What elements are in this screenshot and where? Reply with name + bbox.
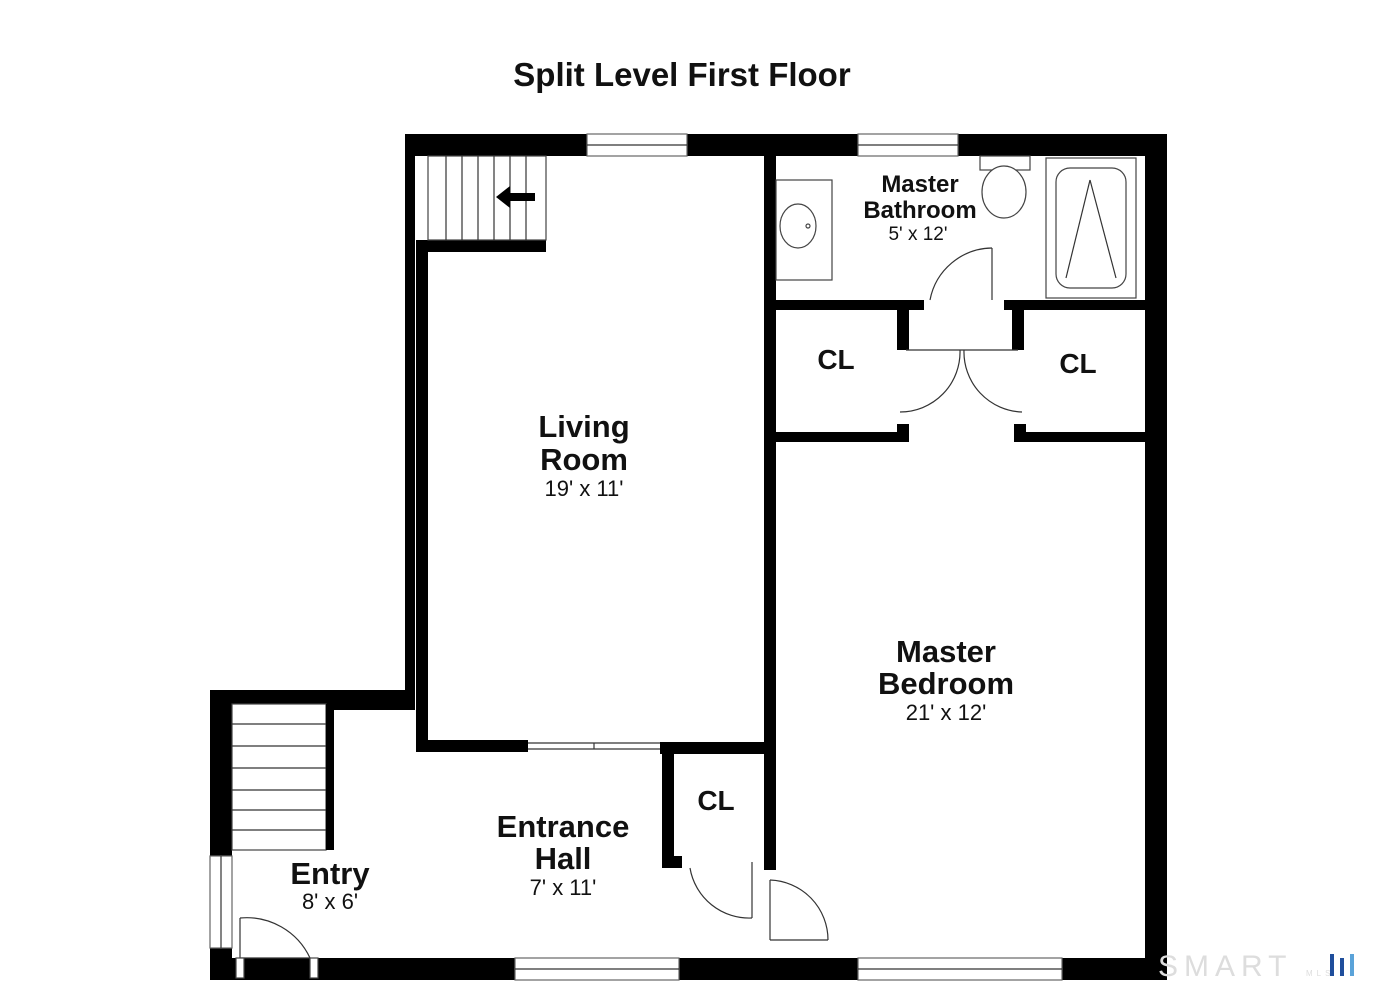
room-living-room: Living Room 19' x 11' xyxy=(538,409,629,501)
master-bedroom-label-1: Master xyxy=(896,634,996,669)
plan-title: Split Level First Floor xyxy=(513,56,851,93)
stairs-entry xyxy=(231,703,334,851)
room-master-bedroom: Master Bedroom 21' x 12' xyxy=(878,634,1014,725)
logo-text: SMART xyxy=(1158,950,1292,983)
living-room-label-1: Living xyxy=(538,409,629,444)
room-entrance-hall: Entrance Hall 7' x 11' xyxy=(497,809,630,900)
master-bedroom-label-2: Bedroom xyxy=(878,666,1014,701)
room-entry: Entry 8' x 6' xyxy=(290,856,370,914)
master-bathroom-dims: 5' x 12' xyxy=(888,224,947,245)
logo-sub: MLS xyxy=(1306,969,1334,978)
entrance-hall-dims: 7' x 11' xyxy=(530,875,597,900)
bathtub-icon xyxy=(1045,157,1137,299)
entrance-hall-label-1: Entrance xyxy=(497,809,630,844)
living-room-dims: 19' x 11' xyxy=(545,476,624,501)
closet-label-hall: CL xyxy=(697,785,734,816)
living-room-label-2: Room xyxy=(540,442,628,477)
arrow-left-icon xyxy=(496,186,535,208)
room-master-bathroom: Master Bathroom 5' x 12' xyxy=(863,171,976,245)
smart-mls-logo: SMART MLS xyxy=(1158,950,1354,983)
entry-dims: 8' x 6' xyxy=(302,889,358,914)
bathroom-fixtures xyxy=(775,155,1137,299)
walls xyxy=(210,134,1167,980)
stairs-upper xyxy=(427,155,547,241)
closet-label-left: CL xyxy=(817,344,854,375)
doors xyxy=(235,247,1023,979)
master-bathroom-label-1: Master xyxy=(881,171,958,198)
entry-label: Entry xyxy=(290,856,370,891)
master-bathroom-label-2: Bathroom xyxy=(863,197,976,224)
sink-icon xyxy=(775,179,833,281)
closet-label-right: CL xyxy=(1059,348,1096,379)
toilet-icon xyxy=(979,155,1031,219)
master-bedroom-dims: 21' x 12' xyxy=(906,700,987,725)
entrance-hall-label-2: Hall xyxy=(535,841,592,876)
windows xyxy=(209,133,1063,981)
